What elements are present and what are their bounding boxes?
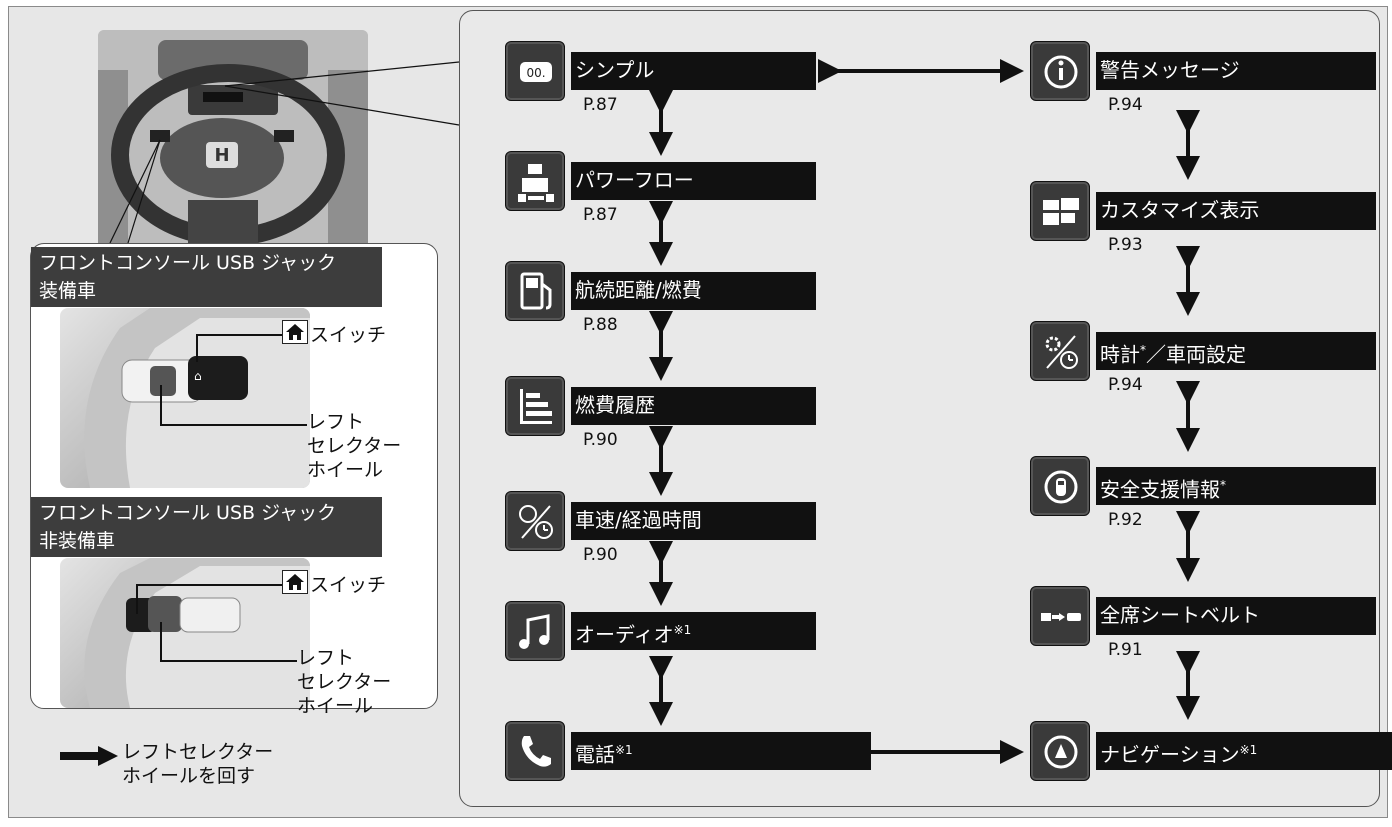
leader-lines <box>109 61 460 244</box>
custom-display-icon <box>1030 181 1090 241</box>
gear-clock-icon <box>1030 321 1090 381</box>
odometer-icon: 00. <box>505 41 565 101</box>
speed-clock-icon <box>505 491 565 551</box>
power-flow-icon <box>505 151 565 211</box>
leader-home-2 <box>136 584 282 586</box>
leader-selector-1 <box>160 424 307 426</box>
fuel-pump-icon <box>505 261 565 321</box>
bar-chart-icon <box>505 376 565 436</box>
wheel-switch-photo-2 <box>60 558 310 708</box>
home-switch-label-1: スイッチ <box>282 320 386 347</box>
svg-text:00.: 00. <box>526 66 545 80</box>
leader-selector-2 <box>160 660 297 662</box>
legend-label: レフトセレクター ホイールを回す <box>122 741 274 787</box>
leader-home-1 <box>196 334 282 336</box>
leader-home-2b <box>136 584 138 614</box>
svg-text:⌂: ⌂ <box>194 369 202 383</box>
home-icon <box>282 320 308 344</box>
variant1-title: フロントコンソール USB ジャック 装備車 <box>31 247 382 307</box>
variant2-title: フロントコンソール USB ジャック 非装備車 <box>31 497 382 557</box>
leader-selector-2b <box>160 622 162 662</box>
home-icon <box>282 570 308 594</box>
navigation-icon <box>1030 721 1090 781</box>
leader-selector-1b <box>160 385 162 426</box>
legend-arrow-icon <box>60 746 120 766</box>
car-safety-icon <box>1030 456 1090 516</box>
svg-text:H: H <box>214 145 229 166</box>
info-icon <box>1030 41 1090 101</box>
phone-icon <box>505 721 565 781</box>
home-switch-label-2: スイッチ <box>282 570 386 597</box>
left-selector-label-1: レフト セレクター ホイール <box>307 411 402 481</box>
seatbelt-icon <box>1030 586 1090 646</box>
music-note-icon <box>505 601 565 661</box>
leader-home-1b <box>196 334 198 362</box>
wheel-switch-photo-1: ⌂ <box>60 308 310 488</box>
steering-wheel-photo: H <box>98 30 368 250</box>
left-selector-label-2: レフト セレクター ホイール <box>297 647 392 717</box>
